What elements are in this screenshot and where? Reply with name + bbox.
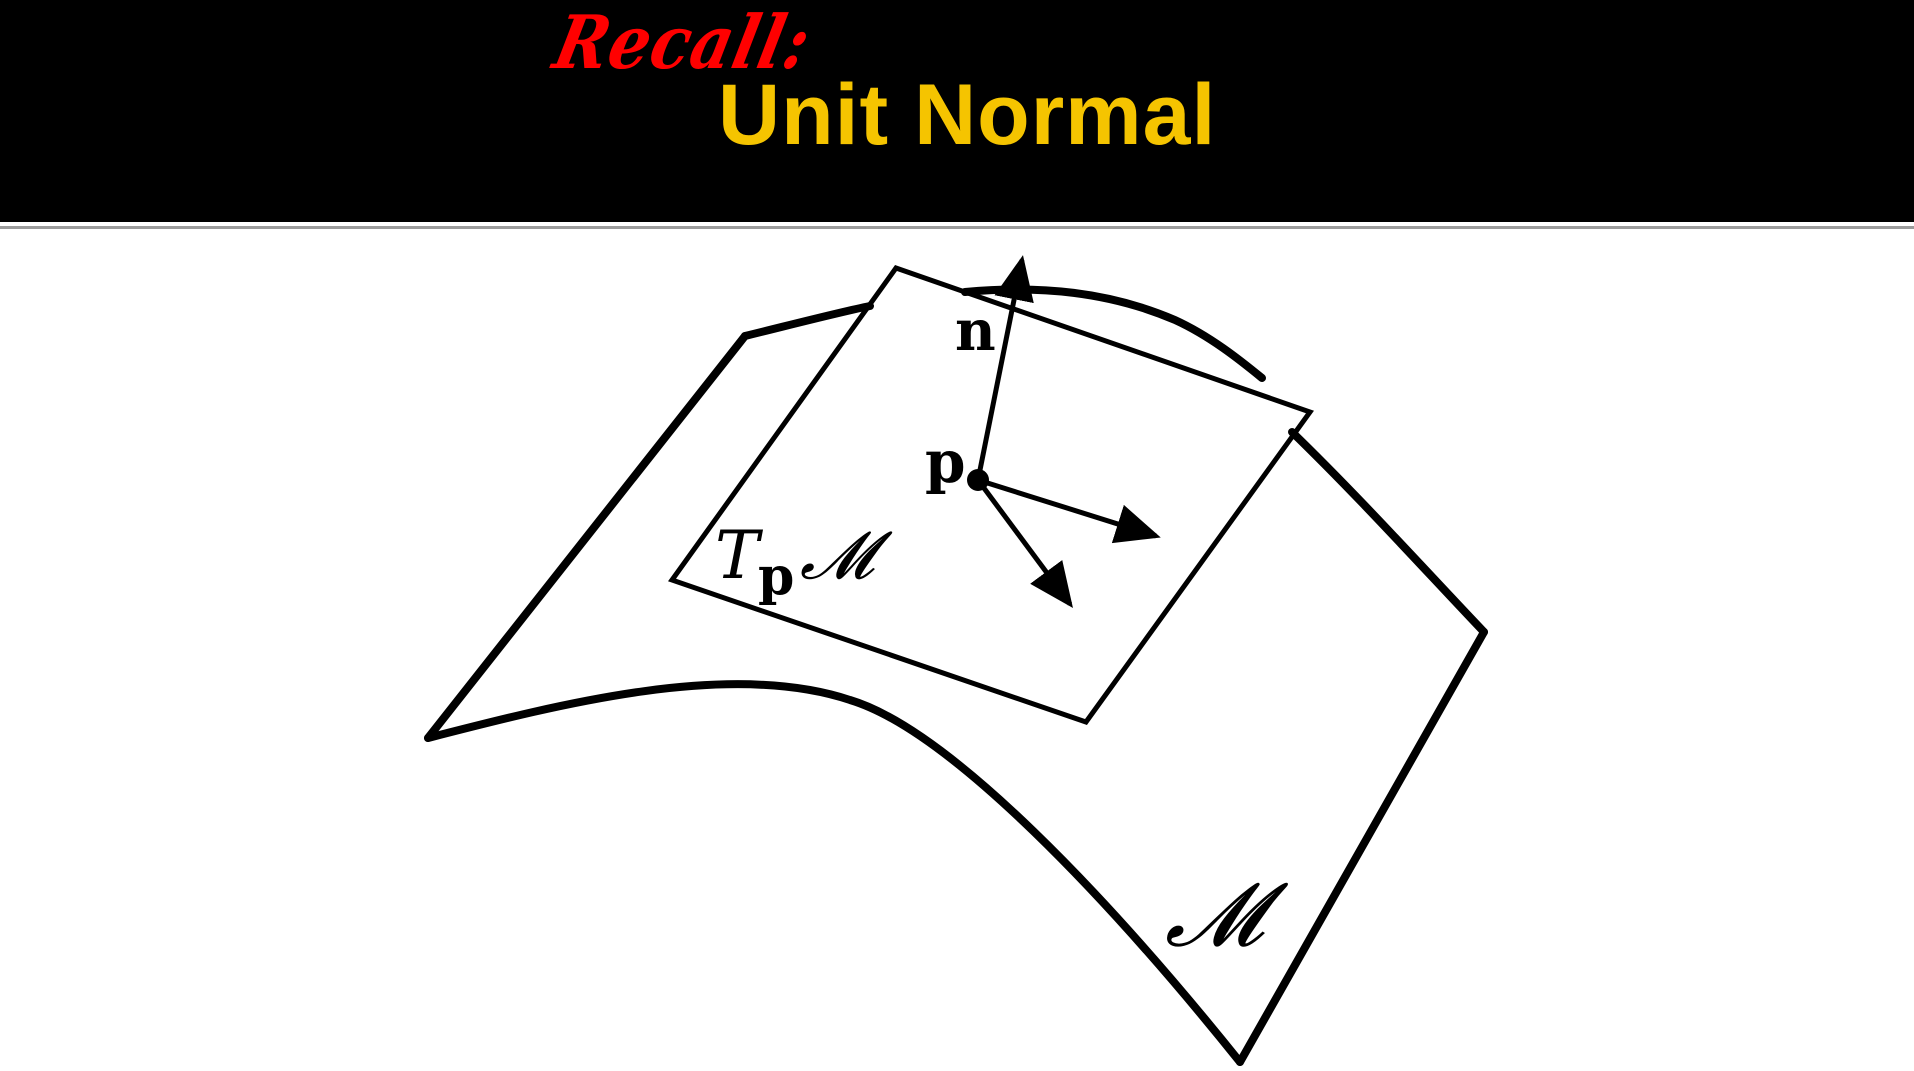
point-p-dot <box>967 469 989 491</box>
manifold-right-edge <box>1236 628 1488 1066</box>
point-label: p <box>925 428 966 496</box>
tangent-plane <box>668 265 1314 725</box>
manifold-top-edge-left <box>741 302 874 340</box>
slide-title: Unit Normal <box>718 67 1217 163</box>
tangent-space-label-T: T <box>715 517 764 594</box>
header-divider-gray <box>0 226 1914 229</box>
manifold-left-edge <box>424 332 749 742</box>
tangent-vector-arrow-1 <box>977 477 1161 544</box>
manifold-label: 𝓜 <box>1165 863 1289 966</box>
tangent-space-label-manifold: 𝓜 <box>800 517 893 594</box>
normal-vector-arrow <box>975 255 1034 481</box>
tangent-space-label: T p 𝓜 <box>715 517 893 607</box>
manifold-top-edge-right <box>1288 428 1488 636</box>
header-divider-white <box>0 222 1914 226</box>
tangent-space-label-subscript: p <box>758 546 794 607</box>
normal-vector-label: n <box>955 298 996 364</box>
title-bar: Recall: Unit Normal <box>0 0 1914 222</box>
tangent-vector-arrow-2 <box>975 478 1073 609</box>
manifold-bottom-edge <box>424 680 1244 1066</box>
